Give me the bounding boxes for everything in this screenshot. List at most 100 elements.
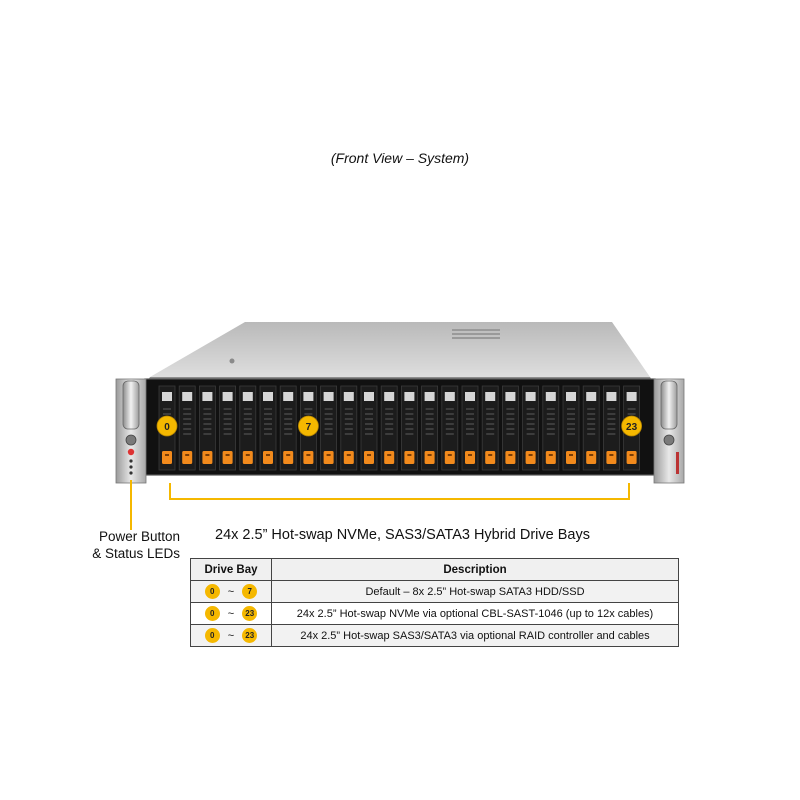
drive-bay bbox=[562, 385, 580, 471]
drive-vent bbox=[546, 423, 555, 425]
drive-tab-slot bbox=[346, 454, 351, 456]
drive-bay bbox=[320, 385, 338, 471]
drive-vent bbox=[203, 433, 212, 435]
drive-label bbox=[485, 392, 496, 401]
figure-caption: (Front View – System) bbox=[330, 150, 470, 166]
drive-vent bbox=[284, 428, 293, 430]
drive-vent bbox=[284, 408, 293, 410]
drive-release-tab bbox=[162, 451, 172, 464]
drive-release-tab bbox=[586, 451, 597, 464]
drive-label bbox=[606, 392, 617, 401]
drive-label bbox=[505, 392, 516, 401]
callout-circle bbox=[621, 415, 642, 437]
drive-vent bbox=[445, 408, 454, 410]
drive-release-tab bbox=[566, 451, 576, 464]
drive-vent bbox=[365, 428, 373, 430]
drive-vent bbox=[587, 433, 596, 435]
drive-vent bbox=[486, 413, 495, 415]
drive-release-tab bbox=[222, 451, 233, 464]
drive-bay bbox=[522, 385, 539, 471]
drive-vent bbox=[425, 428, 434, 430]
drive-tab-slot bbox=[548, 454, 553, 456]
drive-release-tab bbox=[525, 451, 536, 464]
drive-tab-slot bbox=[367, 454, 371, 456]
drive-vent bbox=[385, 413, 394, 415]
drive-vent bbox=[526, 433, 535, 435]
drive-label bbox=[404, 392, 415, 401]
drive-vent bbox=[324, 418, 333, 420]
drive-label bbox=[384, 392, 395, 401]
drive-release-tab bbox=[465, 451, 475, 464]
drive-vent bbox=[506, 423, 515, 425]
description-cell: Default – 8x 2.5” Hot-swap SATA3 HDD/SSD bbox=[271, 580, 679, 603]
drive-vent bbox=[264, 408, 272, 410]
drive-tab-slot bbox=[488, 454, 493, 456]
drive-vent bbox=[425, 418, 434, 420]
drive-vent bbox=[365, 433, 373, 435]
drive-vent bbox=[466, 408, 474, 410]
drive-label bbox=[303, 392, 314, 401]
drive-vent bbox=[284, 433, 293, 435]
drive-vent bbox=[163, 413, 171, 415]
drive-vent bbox=[587, 418, 596, 420]
drive-bay bbox=[239, 385, 257, 471]
drive-vent bbox=[506, 418, 515, 420]
drive-vent bbox=[466, 428, 474, 430]
drive-vent bbox=[486, 428, 495, 430]
drive-release-tab bbox=[444, 451, 455, 464]
drive-vent bbox=[324, 433, 333, 435]
drive-vent bbox=[264, 418, 272, 420]
bay-badge-from: 0 bbox=[204, 628, 220, 643]
drive-label bbox=[323, 392, 334, 401]
right-handle bbox=[660, 380, 678, 430]
drive-release-tab bbox=[263, 451, 273, 464]
drive-vent bbox=[243, 408, 252, 410]
power-label-line1: Power Button bbox=[98, 529, 180, 544]
drive-release-tab bbox=[242, 451, 253, 464]
drive-vent bbox=[526, 423, 535, 425]
table-header-row: Drive Bay Description bbox=[190, 558, 679, 581]
drive-vent bbox=[587, 423, 596, 425]
status-led bbox=[129, 465, 133, 469]
drive-vent bbox=[203, 408, 212, 410]
drive-vent bbox=[264, 413, 272, 415]
drive-tab-slot bbox=[468, 454, 472, 456]
drive-vent bbox=[243, 433, 252, 435]
drive-release-tab bbox=[424, 451, 435, 464]
drive-vent bbox=[264, 433, 272, 435]
drive-vent bbox=[567, 423, 575, 425]
drive-vent bbox=[627, 413, 636, 415]
drive-vent bbox=[466, 433, 474, 435]
power-label-line2: & Status LEDs bbox=[92, 546, 180, 561]
drive-vent bbox=[445, 418, 454, 420]
drive-vent bbox=[324, 408, 333, 410]
drive-bay-bracket bbox=[169, 483, 630, 500]
drive-bay bbox=[421, 385, 439, 471]
drive-release-tab bbox=[303, 451, 314, 464]
drive-vent bbox=[567, 408, 575, 410]
range-tilde: ~ bbox=[227, 607, 235, 620]
bay-range-cell: 0 ~ 23 bbox=[190, 602, 272, 625]
drive-tab-slot bbox=[205, 454, 210, 456]
drive-vent bbox=[203, 418, 212, 420]
description-cell: 24x 2.5” Hot-swap SAS3/SATA3 via optiona… bbox=[271, 624, 679, 647]
drive-release-tab bbox=[364, 451, 374, 464]
drive-vent bbox=[627, 408, 636, 410]
drive-vent bbox=[344, 423, 353, 425]
drive-bay bbox=[542, 385, 560, 471]
drive-vent bbox=[203, 413, 212, 415]
drive-vent bbox=[486, 423, 495, 425]
drive-bay bbox=[198, 385, 216, 471]
table-row: 0 ~ 7 Default – 8x 2.5” Hot-swap SATA3 H… bbox=[190, 580, 679, 603]
drive-vent bbox=[445, 433, 454, 435]
drive-vent bbox=[526, 413, 535, 415]
drive-vent bbox=[546, 413, 555, 415]
drive-tab-slot bbox=[528, 454, 533, 456]
drive-vent bbox=[405, 433, 414, 435]
callout-label: 23 bbox=[626, 422, 638, 433]
drive-label bbox=[162, 392, 172, 401]
drive-label bbox=[545, 392, 556, 401]
drive-vent bbox=[183, 433, 192, 435]
drive-tab-slot bbox=[447, 454, 452, 456]
